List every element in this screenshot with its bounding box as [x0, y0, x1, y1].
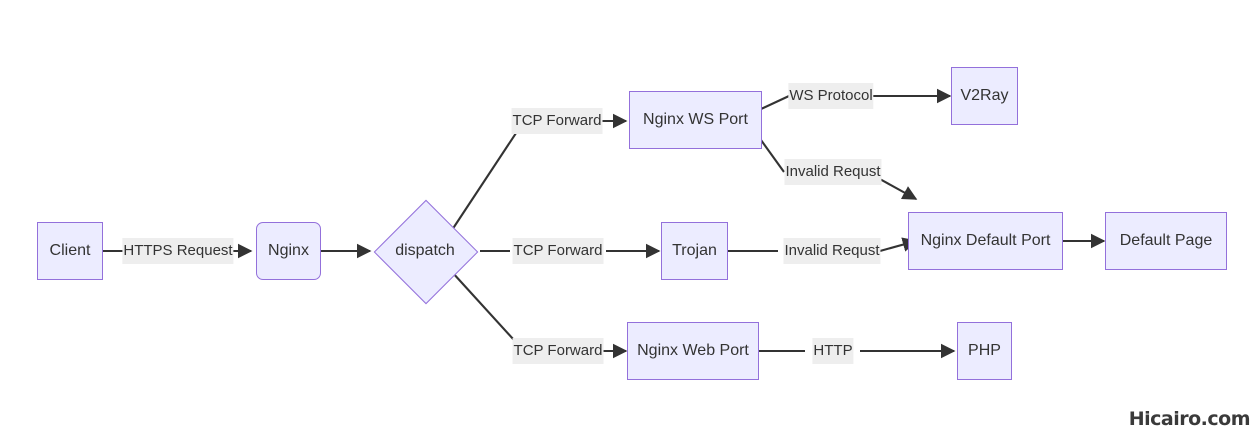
- edge-label-http-text: HTTP: [813, 342, 853, 359]
- node-php[interactable]: PHP: [957, 322, 1012, 380]
- node-nginx-default-port[interactable]: Nginx Default Port: [908, 212, 1063, 270]
- node-dispatch-label: dispatch: [395, 242, 455, 259]
- edge-label-tcp-forward-ws-text: TCP Forward: [512, 112, 602, 129]
- edge-label-tcp-forward-web-text: TCP Forward: [513, 342, 603, 359]
- node-nginx-default-port-label: Nginx Default Port: [920, 232, 1051, 249]
- edge-label-tcp-forward-trojan: TCP Forward: [512, 238, 604, 264]
- node-php-label: PHP: [968, 342, 1001, 359]
- node-dispatch[interactable]: dispatch: [370, 195, 480, 307]
- node-nginx-label: Nginx: [268, 242, 309, 259]
- node-trojan-label: Trojan: [672, 242, 717, 259]
- node-default-page-label: Default Page: [1119, 232, 1213, 249]
- node-client-label: Client: [49, 242, 91, 259]
- node-nginx[interactable]: Nginx: [256, 222, 321, 280]
- edge-wsport-defaultport: [760, 139, 785, 173]
- edge-label-tcp-forward-ws: TCP Forward: [511, 108, 603, 134]
- edge-label-invalid-requst-ws-text: Invalid Requst: [785, 163, 881, 180]
- node-nginx-web-port[interactable]: Nginx Web Port: [627, 322, 759, 380]
- node-nginx-ws-port-label: Nginx WS Port: [643, 111, 748, 128]
- node-trojan[interactable]: Trojan: [661, 222, 728, 280]
- edge-wsport-defaultport-arrow: [877, 177, 918, 200]
- edge-label-https-request-text: HTTPS Request: [123, 242, 233, 259]
- edge-label-http: HTTP: [812, 338, 854, 364]
- edge-label-tcp-forward-trojan-text: TCP Forward: [513, 242, 603, 259]
- edge-wsport-v2ray: [760, 95, 790, 110]
- edge-label-invalid-requst-trojan: Invalid Requst: [783, 238, 881, 264]
- edge-label-ws-protocol: WS Protocol: [788, 83, 874, 109]
- node-nginx-ws-port[interactable]: Nginx WS Port: [629, 91, 762, 149]
- edge-label-invalid-requst-ws: Invalid Requst: [784, 159, 882, 185]
- edge-label-https-request: HTTPS Request: [122, 238, 234, 264]
- node-v2ray[interactable]: V2Ray: [951, 67, 1018, 125]
- node-v2ray-label: V2Ray: [960, 87, 1009, 104]
- watermark-text: Hicairo.com: [1128, 408, 1251, 430]
- edge-label-invalid-requst-trojan-text: Invalid Requst: [784, 242, 880, 259]
- watermark: Hicairo.com: [1128, 408, 1251, 430]
- edge-label-ws-protocol-text: WS Protocol: [789, 87, 873, 104]
- node-client[interactable]: Client: [37, 222, 103, 280]
- edge-label-tcp-forward-web: TCP Forward: [512, 338, 604, 364]
- node-default-page[interactable]: Default Page: [1105, 212, 1227, 270]
- node-nginx-web-port-label: Nginx Web Port: [637, 342, 749, 359]
